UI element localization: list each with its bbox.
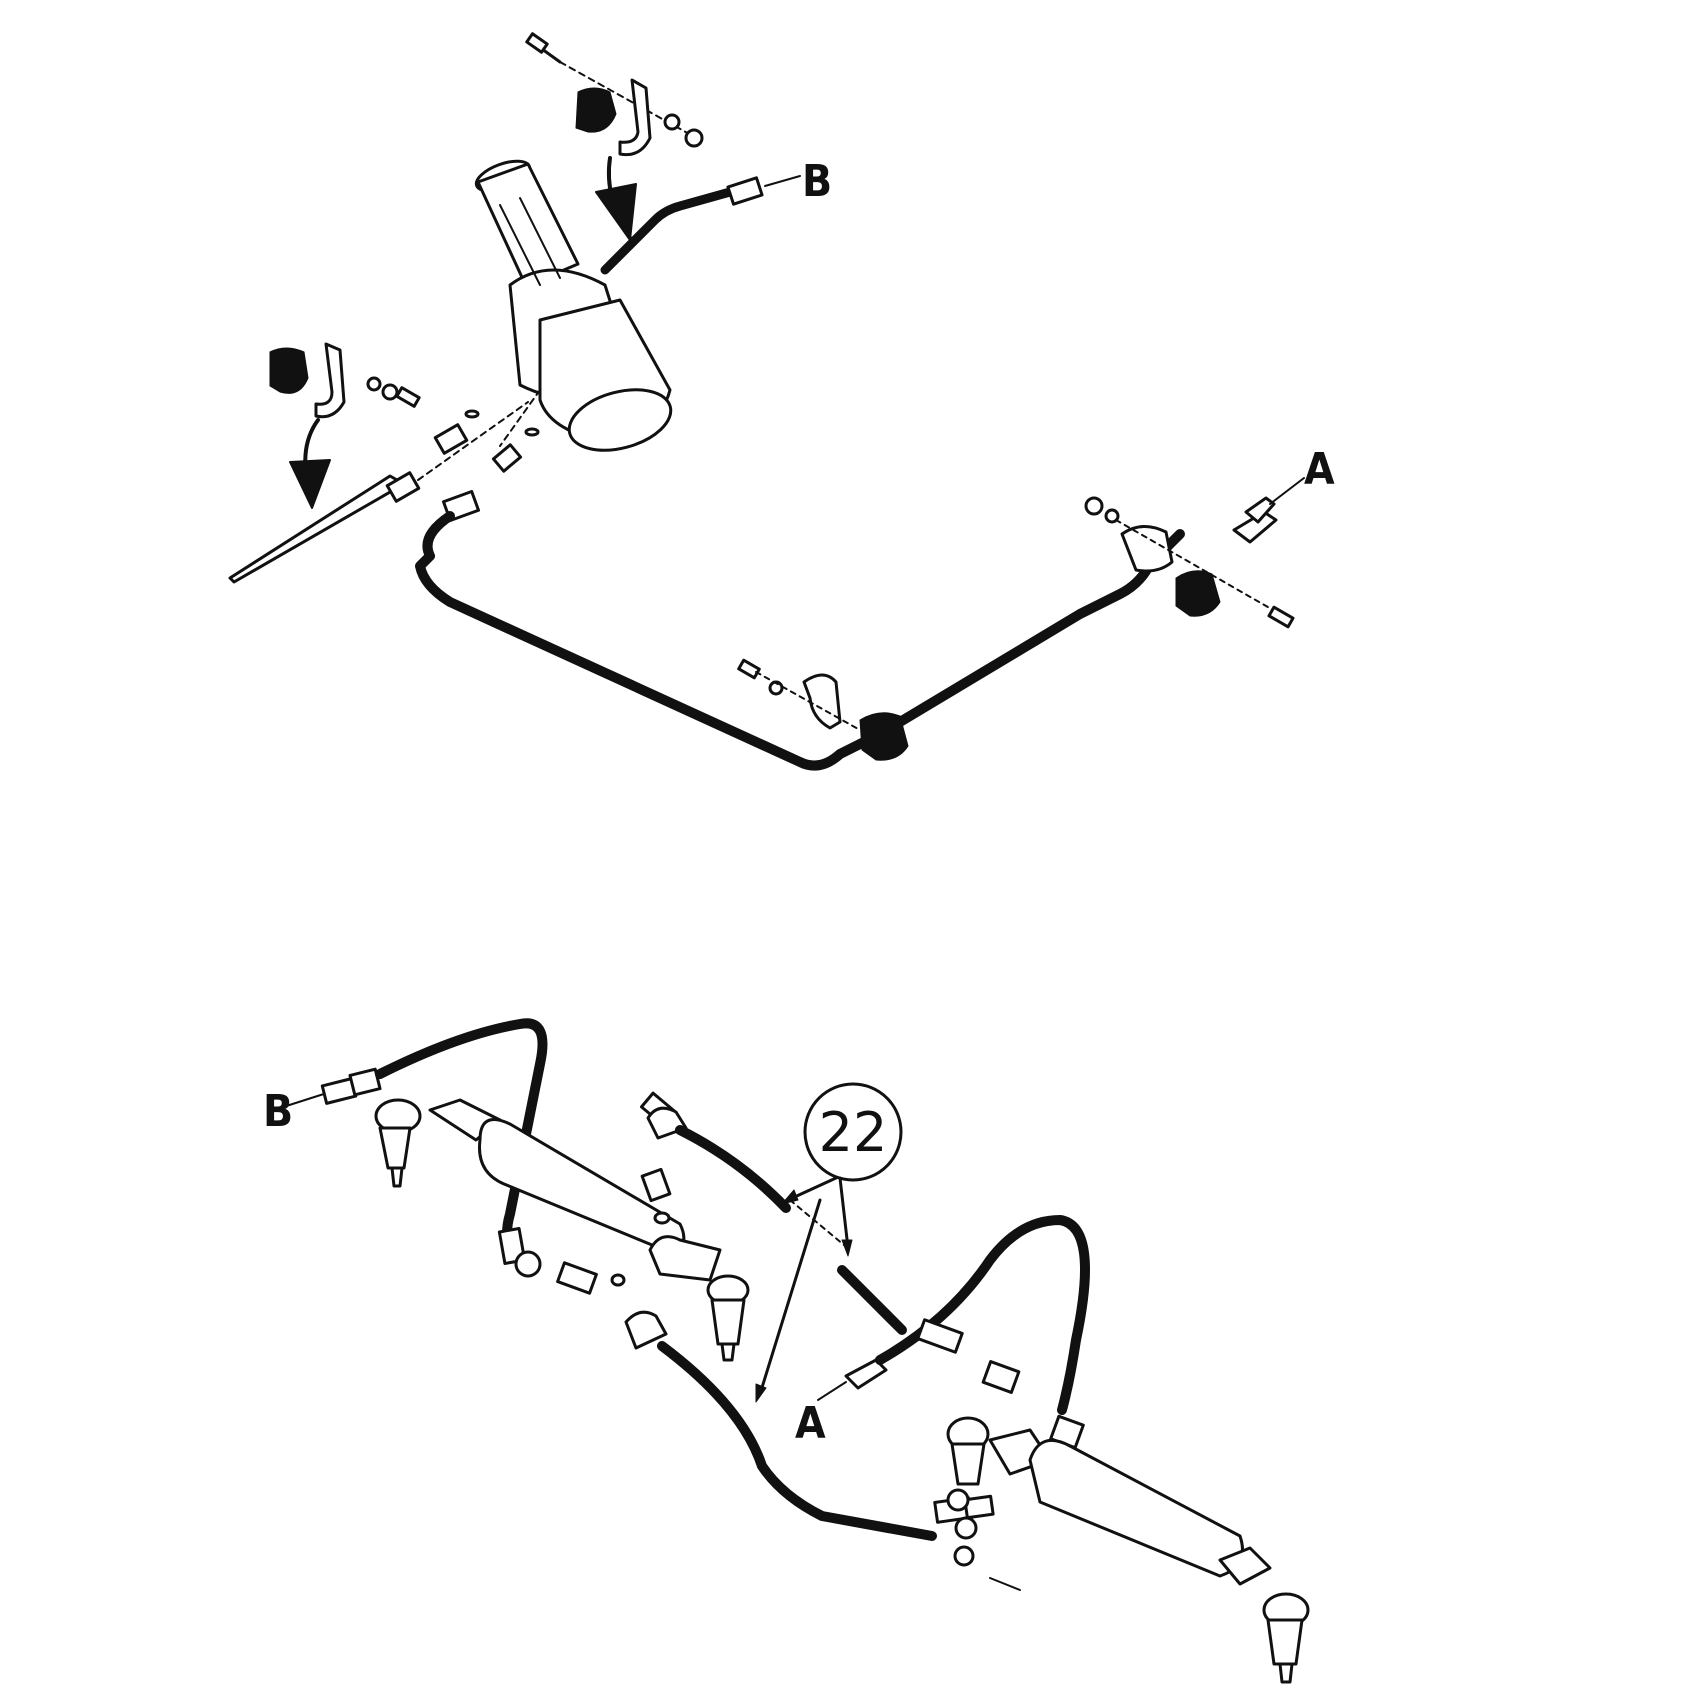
pressure-line-to-a: A	[415, 389, 1335, 771]
center-fittings	[556, 1091, 677, 1295]
connection-label-b-top: B	[802, 156, 832, 207]
right-mount-bracket	[1084, 496, 1295, 629]
bottom-assembly: B	[263, 1018, 1310, 1684]
middle-clamp	[737, 658, 861, 731]
right-ram-cylinder	[946, 1416, 1244, 1591]
connection-label-b-bottom: B	[263, 1086, 293, 1137]
pressure-line-to-b: B	[600, 156, 832, 275]
return-line	[228, 401, 529, 584]
left-mount-bracket	[269, 342, 421, 419]
hose-from-b: B	[263, 1018, 548, 1278]
upper-mount-bracket	[525, 32, 704, 157]
hose-to-a: A	[795, 1215, 1090, 1450]
left-ram-cylinder	[428, 1098, 722, 1282]
callout-22: 22	[755, 1082, 903, 1403]
down-arrow-icon	[595, 156, 637, 241]
connection-label-a-bottom: A	[795, 1398, 826, 1449]
right-tie-rod-end	[1218, 1546, 1310, 1684]
center-tie-rod-end	[706, 1274, 750, 1362]
long-hose-lower	[624, 1310, 995, 1541]
callout-number: 22	[819, 1101, 888, 1164]
top-assembly: B	[228, 32, 1335, 771]
pump-reservoir	[474, 159, 673, 452]
down-arrow-icon	[289, 418, 331, 509]
pointer-arrow-icon	[755, 1176, 853, 1403]
right-fittings	[916, 1318, 1021, 1394]
connection-label-a-top: A	[1304, 444, 1335, 495]
short-hose-upper	[646, 1106, 907, 1335]
left-tie-rod-end	[374, 1098, 422, 1188]
